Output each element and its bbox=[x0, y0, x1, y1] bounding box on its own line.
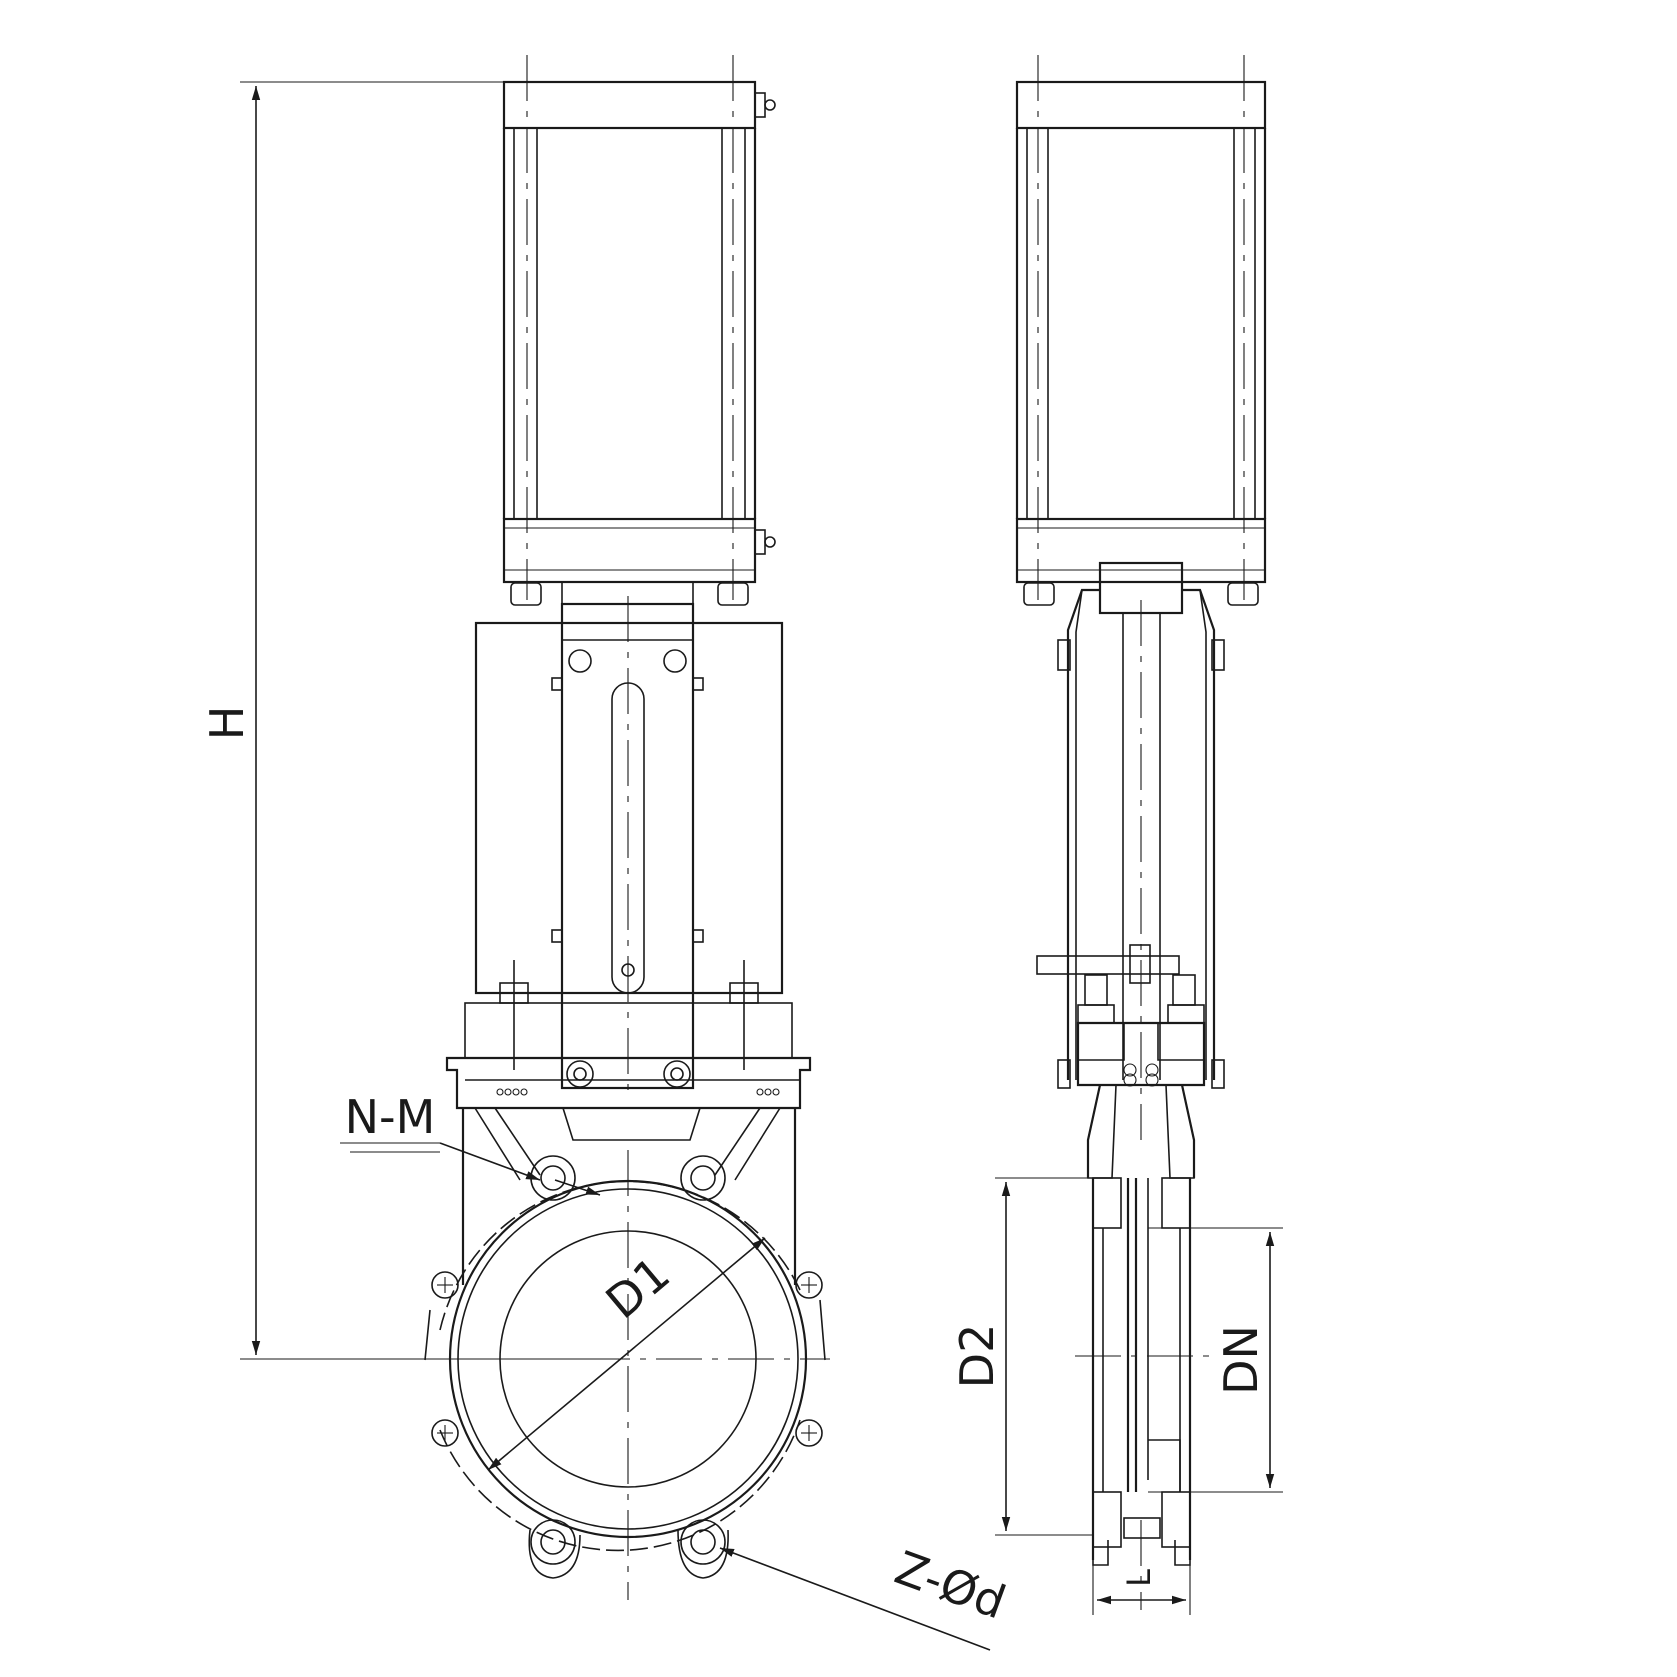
side-bracket bbox=[1036, 561, 1225, 1140]
nominal-diameter-dimension: DN bbox=[1148, 1227, 1283, 1493]
holes-callout: Z-Ød bbox=[719, 1540, 1013, 1651]
side-cylinder bbox=[1015, 55, 1267, 606]
holes-label: Z-Ød bbox=[888, 1540, 1012, 1629]
front-view: H bbox=[200, 55, 1013, 1651]
flange-circle-dimension: D1 bbox=[487, 1237, 766, 1471]
outer-diameter-label: D2 bbox=[950, 1324, 1004, 1389]
height-label: H bbox=[200, 706, 254, 741]
flange-circle-label: D1 bbox=[596, 1246, 680, 1329]
pneumatic-cylinder bbox=[502, 55, 776, 606]
face-length-dimension: L bbox=[1092, 1565, 1191, 1615]
outer-diameter-dimension: D2 bbox=[950, 1177, 1093, 1536]
nominal-diameter-label: DN bbox=[1214, 1325, 1268, 1395]
side-view: D2 DN L bbox=[950, 55, 1283, 1615]
gland bbox=[445, 960, 812, 1110]
yoke-bracket bbox=[474, 581, 784, 1100]
face-length-label: L bbox=[1120, 1569, 1158, 1587]
bolt-spec-callout: N-M bbox=[340, 1090, 601, 1196]
side-body-section bbox=[1075, 1177, 1210, 1610]
height-dimension: H bbox=[200, 81, 620, 1360]
bolt-spec-label: N-M bbox=[345, 1090, 436, 1144]
